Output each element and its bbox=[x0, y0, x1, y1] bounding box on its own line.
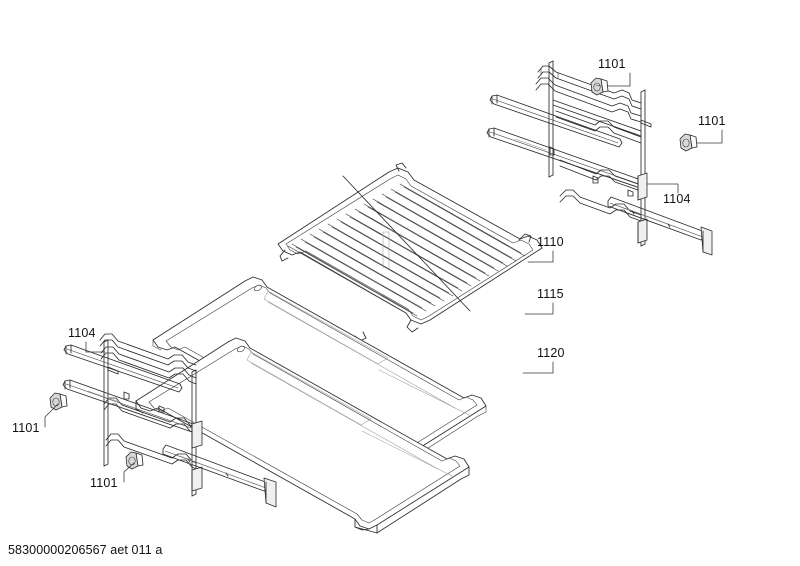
telescopic-rail-right bbox=[607, 196, 713, 256]
callout-1120: 1120 bbox=[522, 346, 565, 374]
rail-pin-upper-right bbox=[640, 119, 652, 128]
cone-fastener-top-right-lower bbox=[679, 133, 698, 152]
callout-number: 1101 bbox=[598, 57, 626, 71]
callout-number: 1104 bbox=[663, 192, 691, 206]
callout-1101-left-lower: 1101 bbox=[90, 462, 135, 490]
rail-shelf-hoop-right bbox=[555, 110, 642, 144]
rail-bottom-bar-right bbox=[559, 189, 642, 222]
rail-level-1-right bbox=[537, 65, 642, 110]
callout-number: 1101 bbox=[698, 114, 726, 128]
callout-number: 1115 bbox=[537, 287, 564, 301]
callout-number: 1110 bbox=[537, 235, 564, 249]
callout-1101-top-right-upper: 1101 bbox=[598, 57, 631, 87]
rail-clip-right bbox=[592, 175, 634, 197]
wire-rack-1110 bbox=[277, 162, 543, 342]
rail-level-1-left bbox=[99, 333, 197, 372]
rail-rear-wire-right bbox=[552, 99, 642, 137]
rail-support-tube-lower-right bbox=[486, 127, 644, 189]
callout-number: 1104 bbox=[68, 326, 96, 340]
wire-rack-wires bbox=[291, 183, 526, 317]
rail-bracket-left bbox=[191, 420, 203, 449]
rail-pin-right bbox=[549, 146, 555, 156]
rail-support-tube-upper-left bbox=[63, 344, 183, 393]
callout-1115: 1115 bbox=[524, 287, 564, 315]
rail-clip-left bbox=[107, 366, 165, 413]
callout-1110: 1110 bbox=[527, 235, 564, 263]
footer-document-code: 58300000206567 aet 011 a bbox=[8, 543, 163, 557]
rail-front-post-right bbox=[548, 60, 554, 178]
cone-fastener-left-upper bbox=[49, 392, 68, 411]
callout-1101-left-upper: 1101 bbox=[12, 403, 59, 435]
cone-fastener-top-right-upper bbox=[590, 77, 609, 96]
callout-number: 1101 bbox=[90, 476, 118, 490]
callout-number: 1101 bbox=[12, 421, 40, 435]
rail-back-post-right bbox=[640, 89, 646, 247]
callout-layer: 1101 1101 1104 1110 1115 1120 bbox=[12, 57, 726, 490]
callout-1104-left: 1104 bbox=[68, 326, 106, 353]
rail-level-4-left bbox=[105, 433, 197, 470]
rail-end-bracket-right bbox=[637, 218, 648, 244]
callout-1104-right: 1104 bbox=[646, 183, 691, 206]
rail-level-2-left bbox=[100, 346, 197, 385]
shelf-rail-assembly-right bbox=[486, 60, 713, 256]
cone-fastener-left-lower bbox=[125, 451, 144, 470]
telescopic-rail-left bbox=[162, 444, 277, 508]
rail-bracket-right bbox=[637, 172, 648, 201]
shelf-rail-assembly-left bbox=[62, 333, 277, 508]
rail-end-bracket-left bbox=[191, 466, 203, 492]
rail-support-tube-upper-right bbox=[489, 94, 623, 148]
rail-level-2-right bbox=[535, 77, 642, 123]
callout-1101-top-right-lower: 1101 bbox=[696, 114, 726, 144]
callout-number: 1120 bbox=[537, 346, 565, 360]
